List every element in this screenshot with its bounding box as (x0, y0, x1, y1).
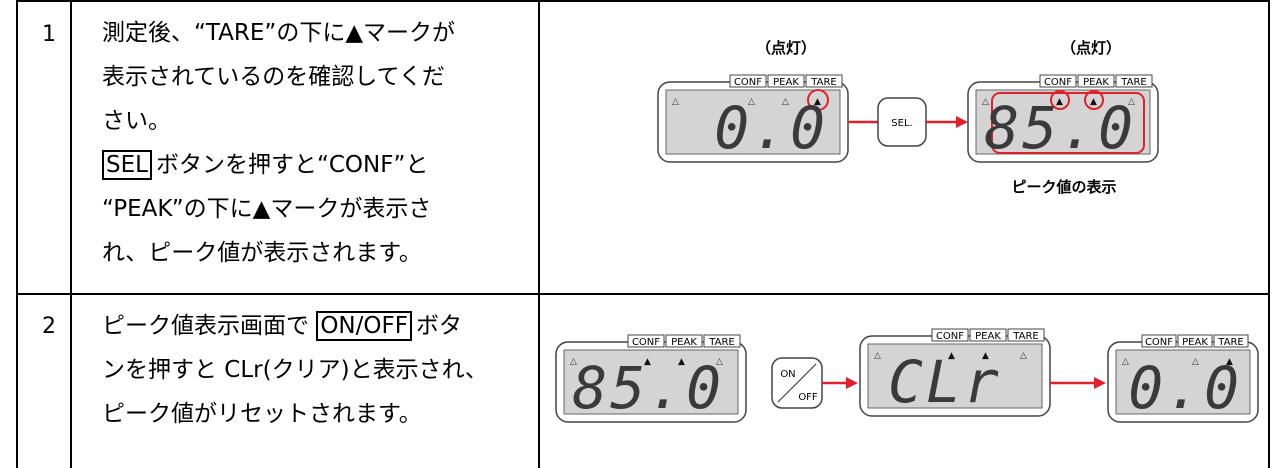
sel-button-illustration: SEL. (877, 97, 927, 147)
row-1-line-5: “PEAK”の下に▲マークが表示さ (102, 196, 432, 222)
highlight-circle (1050, 90, 1070, 110)
highlight-box (991, 92, 1145, 154)
row-2-number: 2 (42, 314, 56, 339)
tab-peak-4: PEAK (975, 331, 1001, 342)
triangle-icon: △ (782, 97, 789, 107)
tab-peak-3: PEAK (671, 337, 697, 348)
lcd-display-1: CONF PEAK TARE △ △ △ ▲ 0.0 (657, 74, 849, 163)
arrow-head-icon (956, 116, 968, 128)
lcd-value-4: CLr (888, 348, 1002, 416)
instruction-table: 1 測定後、“TARE”の下に▲マークが 表示されているのを確認してくだ さい。… (16, 0, 1270, 468)
triangle-icon: △ (1192, 357, 1199, 367)
lcd-display-3: CONF PEAK TARE △ ▲ ▲ △ 85.0 (555, 334, 747, 423)
row-2-line-3: ピーク値がリセットされます。 (102, 401, 422, 427)
row-1-number: 1 (42, 22, 56, 47)
lit-label-1: （点灯） (756, 39, 816, 57)
row-2-line-2: ンを押すと CLr(クリア)と表示され、 (102, 357, 488, 383)
filled-triangle-icon: ▲ (644, 357, 651, 367)
filled-triangle-icon: ▲ (814, 97, 821, 107)
row-1-line-1: 測定後、“TARE”の下に▲マークが (102, 20, 456, 46)
lit-label-2: （点灯） (1061, 39, 1121, 57)
lcd-display-4: CONF PEAK TARE △ ▲ ▲ △ CLr (859, 328, 1051, 417)
filled-triangle-icon: ▲ (1090, 97, 1097, 107)
tab-tare-1: TARE (810, 77, 836, 88)
row-1-description: 測定後、“TARE”の下に▲マークが 表示されているのを確認してくだ さい。 S… (102, 11, 455, 275)
tab-peak-1: PEAK (773, 77, 799, 88)
tab-peak-2: PEAK (1083, 77, 1109, 88)
table-row-divider (16, 293, 1270, 295)
triangle-icon: △ (570, 357, 577, 367)
tab-tare-5: TARE (1217, 337, 1243, 348)
filled-triangle-icon: ▲ (948, 351, 955, 361)
tab-conf-3: CONF (632, 337, 660, 348)
triangle-icon: △ (748, 97, 755, 107)
sel-button-label: SEL. (891, 118, 912, 129)
onoff-key-label: ON/OFF (316, 311, 412, 341)
lcd-value-5: 0.0 (1128, 354, 1242, 422)
filled-triangle-icon: ▲ (1226, 357, 1233, 367)
triangle-icon: △ (1128, 97, 1135, 107)
tab-conf-2: CONF (1044, 77, 1072, 88)
arrow-head-icon (846, 377, 858, 389)
lcd-value-2: 85.0 (984, 94, 1136, 162)
triangle-icon: △ (1020, 351, 1027, 361)
lcd-value-1: 0.0 (714, 94, 828, 162)
table-border-top (16, 0, 1270, 2)
tab-peak-5: PEAK (1182, 337, 1208, 348)
highlight-circle (1084, 90, 1104, 110)
tab-conf-4: CONF (936, 331, 964, 342)
table-border-right (1268, 0, 1270, 468)
triangle-icon: △ (672, 97, 679, 107)
peak-caption: ピーク値の表示 (1011, 178, 1116, 196)
tab-tare-4: TARE (1012, 331, 1038, 342)
onoff-button-illustration: ON OFF (771, 357, 823, 409)
highlight-circle (807, 89, 829, 111)
off-label: OFF (798, 392, 818, 403)
sel-key-label: SEL (102, 150, 152, 180)
on-label: ON (780, 369, 795, 380)
table-col-divider-1 (70, 0, 72, 468)
lcd-display-2: CONF PEAK TARE △ ▲ ▲ △ 85.0 (967, 74, 1159, 163)
arrow-head-icon (1094, 377, 1106, 389)
lcd-display-5: CONF PEAK TARE △ △ ▲ 0.0 (1107, 334, 1259, 423)
table-col-divider-2 (538, 0, 540, 468)
row-1-figure: （点灯） （点灯） CONF PEAK TARE △ △ △ ▲ 0.0 SEL… (657, 39, 1159, 196)
tab-conf-5: CONF (1145, 337, 1173, 348)
filled-triangle-icon: ▲ (678, 357, 685, 367)
lcd-value-3: 85.0 (572, 354, 724, 422)
row-1-line-6: れ、ピーク値が表示されます。 (102, 240, 422, 266)
triangle-icon: △ (716, 357, 723, 367)
row-1-line-4-text: ボタンを押すと“CONF”と (155, 152, 429, 178)
row-2-line-1-pre: ピーク値表示画面で (102, 313, 309, 339)
row-1-line-3: さい。 (102, 108, 171, 134)
table-border-left (16, 0, 18, 468)
triangle-icon: △ (1122, 357, 1129, 367)
tab-conf-1: CONF (734, 77, 762, 88)
filled-triangle-icon: ▲ (1056, 97, 1063, 107)
triangle-icon: △ (982, 97, 989, 107)
filled-triangle-icon: ▲ (982, 351, 989, 361)
triangle-icon: △ (874, 351, 881, 361)
row-1-line-2: 表示されているのを確認してくだ (102, 64, 445, 90)
row-2-line-1-post: ボタ (415, 313, 462, 339)
row-2-figure: CONF PEAK TARE △ ▲ ▲ △ 85.0 ON OFF CONF … (555, 328, 1259, 423)
tab-tare-2: TARE (1120, 77, 1146, 88)
tab-tare-3: TARE (708, 337, 734, 348)
